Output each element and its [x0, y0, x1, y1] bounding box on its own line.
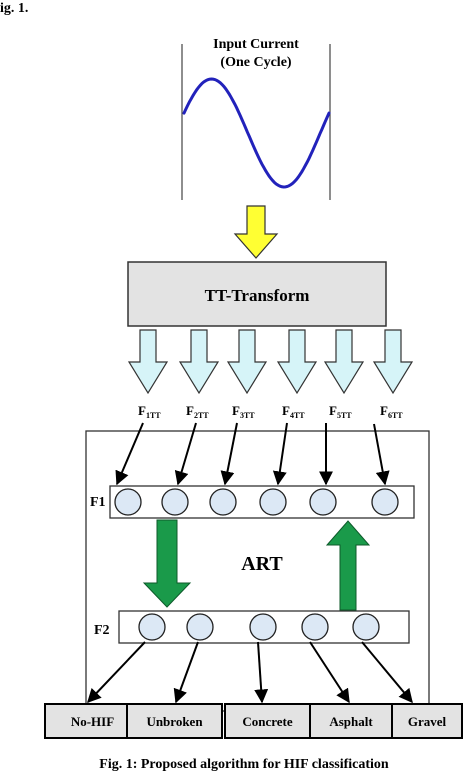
tt-transform-box: [127, 261, 387, 327]
art-label: ART: [241, 553, 283, 575]
feature-arrow-5: [323, 329, 365, 395]
green-arrow-f2-to-f1: [325, 520, 371, 611]
feature-label-5: F5TT: [329, 403, 352, 420]
f2-to-output-arrow-3: [254, 641, 269, 704]
output-label-3: Concrete: [242, 714, 293, 729]
output-label-1: No-HIF: [71, 714, 114, 729]
f1-node-4: [259, 488, 287, 516]
f1-layer: F1: [90, 485, 415, 519]
f2-to-output-arrow-1: [87, 641, 146, 704]
f2-node-1: [138, 613, 166, 641]
header-fragment: ig. 1.: [0, 1, 28, 16]
f2-to-output-connections: [87, 641, 413, 704]
feature-to-f1-arrow-2: [174, 422, 197, 486]
output-box-3: [224, 703, 311, 739]
feature-label-2: F2TT: [186, 403, 209, 420]
f2-to-output-arrow-2: [173, 641, 199, 704]
tt-transform-label: TT-Transform: [205, 286, 310, 305]
input-current-waveform: [182, 77, 331, 189]
f2-node-5: [352, 613, 380, 641]
feature-to-f1-arrow-6: [373, 423, 390, 486]
green-arrow-f1-to-f2: [142, 519, 192, 608]
tt-transform-block: TT-Transform: [127, 261, 387, 327]
feature-to-f1-arrow-3: [220, 422, 238, 486]
down-arrow-to-transform: [233, 205, 279, 259]
feature-to-f1-arrow-1: [115, 422, 144, 486]
f2-to-output-arrow-5: [361, 641, 413, 704]
output-classes: No-HIF Unbroken Concrete Asphalt Gravel: [44, 703, 463, 739]
feature-labels: F1TT F2TT F3TT F4TT F5TT F6TT: [138, 403, 403, 420]
input-current-panel: Input Current (One Cycle): [181, 37, 331, 200]
feature-arrow-4: [276, 329, 318, 395]
f1-node-5: [309, 488, 337, 516]
feature-to-f1-arrow-4: [272, 422, 288, 486]
feature-arrow-6: [372, 329, 414, 395]
output-box-5: [391, 703, 463, 739]
f1-label: F1: [90, 495, 106, 510]
figure-caption: Fig. 1: Proposed algorithm for HIF class…: [99, 757, 389, 772]
f2-node-2: [186, 613, 214, 641]
feature-arrows: [127, 329, 414, 395]
feature-arrow-3: [226, 329, 268, 395]
feature-arrow-2: [178, 329, 220, 395]
feature-label-1: F1TT: [138, 403, 161, 420]
output-label-4: Asphalt: [329, 714, 373, 729]
input-title-line2: (One Cycle): [220, 55, 291, 70]
feature-label-6: F6TT: [380, 403, 403, 420]
output-label-5: Gravel: [408, 714, 447, 729]
feature-arrow-1: [127, 329, 169, 395]
f2-label: F2: [94, 623, 110, 638]
output-box-4: [309, 703, 393, 739]
output-box-2: [126, 703, 223, 739]
feature-to-f1-connections: [115, 422, 390, 486]
output-label-2: Unbroken: [146, 714, 203, 729]
input-title-line1: Input Current: [213, 37, 299, 52]
f1-node-2: [161, 488, 189, 516]
f2-node-4: [301, 613, 329, 641]
f2-to-output-arrow-4: [309, 641, 350, 704]
output-box-1: [44, 703, 141, 739]
f1-node-1: [114, 488, 142, 516]
f1-node-6: [371, 488, 399, 516]
f1-node-3: [209, 488, 237, 516]
f2-node-3: [249, 613, 277, 641]
feature-label-3: F3TT: [232, 403, 255, 420]
feature-label-4: F4TT: [282, 403, 305, 420]
f2-layer: F2: [94, 610, 410, 644]
